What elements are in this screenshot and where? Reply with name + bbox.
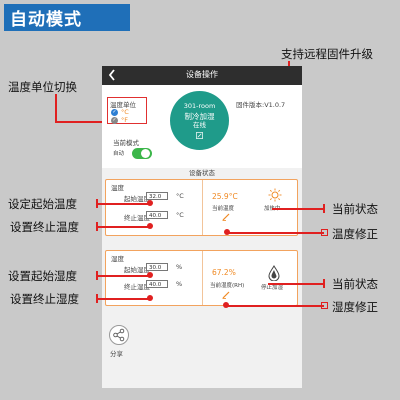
- humi-start-label: 起始湿度: [124, 266, 150, 274]
- water-drop-icon: [268, 265, 280, 281]
- annotation-dot: [147, 295, 153, 301]
- annotation-line: [55, 121, 107, 123]
- card-divider: [202, 251, 203, 305]
- humidity-card: 湿度 起始湿度 30.0 % 终止湿度 40.0 % 67.2% 当前湿度(RH…: [105, 250, 298, 306]
- temp-unit-selector: 温度单位 ✓ °C ✓ °F: [107, 97, 147, 124]
- top-nav-bar: 设备操作: [102, 66, 302, 85]
- annotation-set-start-humi: 设置起始湿度: [8, 269, 77, 283]
- device-info-panel: 温度单位 ✓ °C ✓ °F 当前模式 自动 301-room 制冷加湿 在线 …: [102, 85, 302, 168]
- annotation-tick: [323, 204, 325, 213]
- heating-sun-icon: [268, 188, 282, 202]
- humi-correction-icon[interactable]: [222, 291, 230, 299]
- annotation-line: [96, 226, 150, 228]
- current-humi-value: 67.2%: [212, 268, 236, 277]
- auto-mode-toggle[interactable]: [132, 148, 152, 159]
- humi-unit: %: [176, 280, 183, 288]
- annotation-dot: [147, 200, 153, 206]
- mode-label: 当前模式: [113, 139, 139, 147]
- humi-card-title: 湿度: [111, 255, 124, 263]
- annotation-dot: [224, 229, 230, 235]
- share-label: 分享: [110, 350, 123, 358]
- unit-option-fahrenheit[interactable]: ✓ °F: [111, 116, 128, 124]
- humi-end-input[interactable]: 40.0: [146, 280, 168, 288]
- section-device-status: 设备状态: [189, 169, 215, 177]
- temp-end-input[interactable]: 40.0: [146, 211, 168, 219]
- current-temp-value: 25.9°C: [212, 192, 238, 201]
- temp-correction-icon[interactable]: [222, 213, 230, 221]
- annotation-line: [272, 208, 324, 210]
- device-online-status: 在线: [193, 121, 206, 129]
- annotation-dot: [147, 272, 153, 278]
- share-icon: [113, 328, 125, 342]
- annotation-marker: [321, 302, 328, 309]
- temp-start-label: 起始温度: [124, 195, 150, 203]
- device-status-button[interactable]: 301-room 制冷加湿 在线: [170, 91, 229, 150]
- device-name: 301-room: [183, 102, 216, 110]
- annotation-unit-switch: 温度单位切换: [8, 80, 77, 94]
- annotation-set-end-temp: 设置终止温度: [10, 220, 79, 234]
- page-title: 设备操作: [186, 70, 218, 79]
- annotation-line: [228, 232, 324, 234]
- annotation-line: [96, 298, 150, 300]
- device-mode: 制冷加湿: [184, 111, 215, 121]
- humi-end-label: 终止湿度: [124, 283, 150, 291]
- annotation-set-end-humi: 设置终止湿度: [10, 292, 79, 306]
- temp-start-input[interactable]: 32.0: [146, 192, 168, 200]
- temp-end-label: 终止温度: [124, 214, 150, 222]
- annotation-marker: [321, 229, 328, 236]
- unit-option-celsius[interactable]: ✓ °C: [111, 108, 129, 116]
- annotation-current-state-temp: 当前状态: [332, 202, 378, 216]
- temp-unit: °C: [176, 192, 184, 200]
- mode-value: 自动: [113, 151, 125, 157]
- temperature-card: 温度 起始温度 32.0 °C 终止温度 40.0 °C 25.9°C 当前温度…: [105, 179, 298, 236]
- annotation-tick: [323, 279, 325, 288]
- checked-icon: ✓: [111, 116, 118, 124]
- annotation-temp-correction: 温度修正: [332, 227, 378, 241]
- current-temp-label: 当前温度: [212, 206, 235, 212]
- toggle-knob: [141, 149, 150, 158]
- annotation-current-state-humi: 当前状态: [332, 277, 378, 291]
- temp-card-title: 温度: [111, 184, 124, 192]
- humi-state-label: 停止加湿: [261, 285, 284, 291]
- card-divider: [202, 180, 203, 235]
- humi-start-input[interactable]: 30.0: [146, 263, 168, 271]
- annotation-set-start-temp: 设定起始温度: [8, 197, 77, 211]
- annotation-line: [227, 305, 324, 307]
- back-arrow-icon[interactable]: [107, 68, 117, 82]
- temp-unit: °C: [176, 211, 184, 219]
- share-button[interactable]: [109, 325, 129, 345]
- annotation-dot: [147, 223, 153, 229]
- annotation-dot: [223, 302, 229, 308]
- humi-unit: %: [176, 263, 183, 271]
- annotation-humi-correction: 湿度修正: [332, 300, 378, 314]
- annotation-line: [96, 275, 150, 277]
- current-humi-label: 当前湿度(RH): [210, 283, 245, 289]
- annotation-firmware-upgrade: 支持远程固件升级: [281, 47, 373, 61]
- annotation-line: [55, 94, 57, 122]
- firmware-version[interactable]: 固件版本:V1.0.7: [236, 101, 286, 109]
- edit-icon: [196, 131, 203, 139]
- mode-title-banner: 自动模式: [4, 4, 130, 31]
- temp-unit-label: 温度单位: [110, 101, 136, 109]
- annotation-line: [96, 203, 150, 205]
- checked-icon: ✓: [111, 108, 118, 116]
- annotation-line: [268, 283, 324, 285]
